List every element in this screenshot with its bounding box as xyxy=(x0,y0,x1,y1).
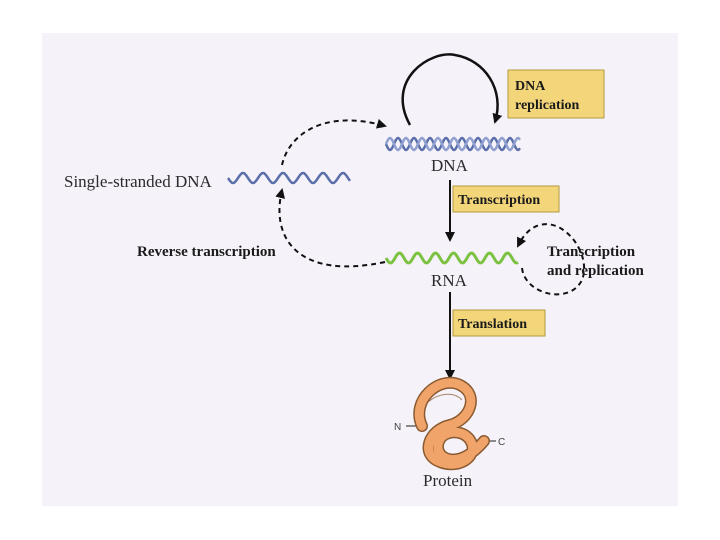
dna-label: DNA xyxy=(431,156,469,175)
translation-box: Translation xyxy=(452,309,546,337)
transcription-and-replication-label-line2: and replication xyxy=(547,263,644,279)
transcription-box: Transcription xyxy=(452,185,560,213)
dna-replication-label-line2: replication xyxy=(515,98,580,113)
rna-strand xyxy=(384,251,519,265)
rna-replication-dashed-loop xyxy=(517,223,585,296)
dna-replication-label-line1: DNA xyxy=(515,79,546,94)
reverse-transcription-dashed-arrow xyxy=(275,188,386,268)
dna-replication-loop-arrow xyxy=(401,53,503,126)
single-stranded-dna-label: Single-stranded DNA xyxy=(64,172,213,191)
transcription-and-replication-label-line1: Transcription xyxy=(547,244,636,260)
rna-label: RNA xyxy=(431,271,468,290)
protein-icon: N C xyxy=(394,376,505,471)
ssdna-to-dna-dashed-arrow xyxy=(281,118,387,166)
dna-double-helix xyxy=(384,136,521,152)
n-terminus-label: N xyxy=(394,422,401,433)
protein-label: Protein xyxy=(423,471,473,490)
transcription-box-label: Transcription xyxy=(458,193,540,208)
reverse-transcription-label: Reverse transcription xyxy=(137,244,276,260)
translation-box-label: Translation xyxy=(458,317,527,332)
dna-replication-box: DNA replication xyxy=(507,69,605,119)
c-terminus-label: C xyxy=(498,437,505,448)
single-stranded-dna-strand xyxy=(226,171,352,185)
